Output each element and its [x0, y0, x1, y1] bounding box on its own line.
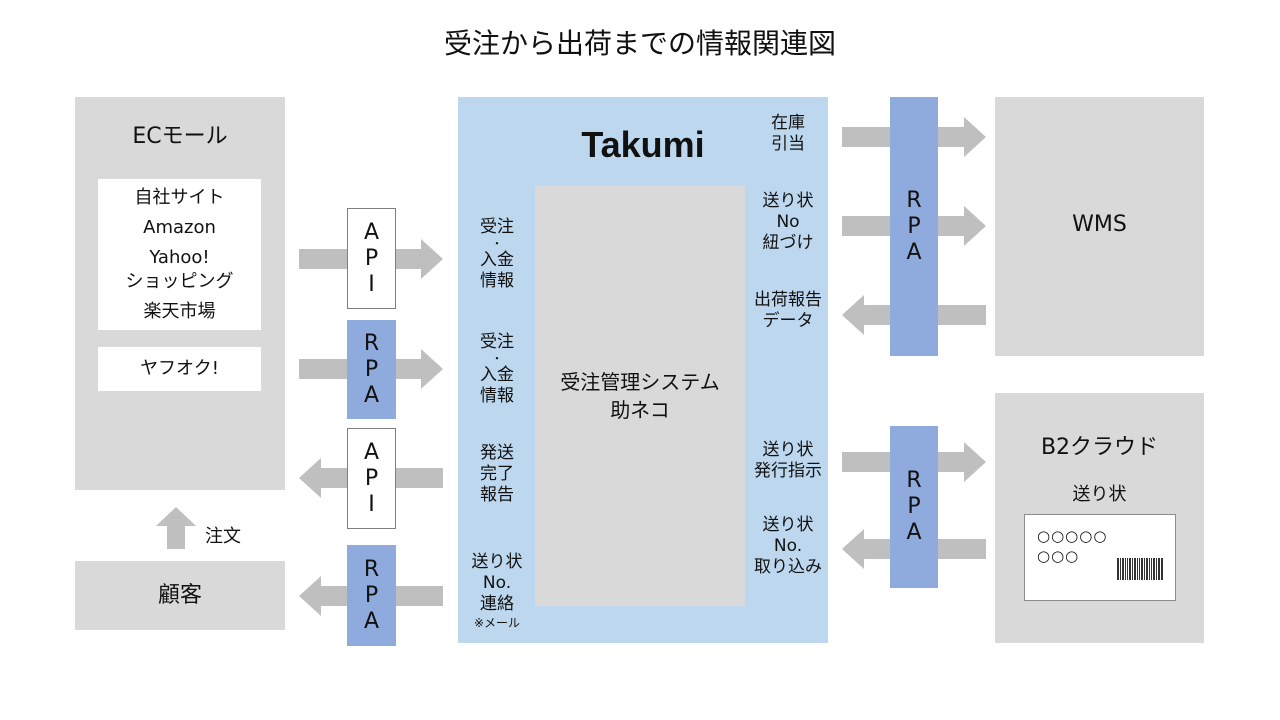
- connector-letter: A: [906, 239, 922, 265]
- order-arrow: [156, 507, 196, 549]
- shop-item: 自社サイト: [134, 186, 225, 208]
- connector-letter: A: [363, 608, 380, 634]
- card-line: ○○○: [1037, 547, 1080, 565]
- flow-label-link: 送り状 No 紐づけ: [762, 191, 814, 253]
- connector-letter: I: [368, 491, 375, 517]
- connector-letter: R: [906, 468, 922, 493]
- yafuoku-box: ヤフオク!: [98, 347, 261, 391]
- connector-letter: P: [907, 213, 921, 239]
- wms-label: WMS: [1072, 212, 1127, 237]
- takumi-system-box: Takumi 受注管理システム 助ネコ 受注 ・ 入金 情報 受注 ・ 入金 情…: [458, 97, 828, 643]
- connector-letter: A: [363, 219, 380, 245]
- ec-mall-box: ECモール 自社サイト Amazon Yahoo! ショッピング 楽天市場 ヤフ…: [75, 97, 285, 490]
- barcode-icon: [1117, 558, 1163, 580]
- connector-letter: P: [364, 582, 379, 608]
- customer-box: 顧客: [75, 561, 285, 630]
- wms-box: WMS: [995, 97, 1204, 356]
- shop-item: Yahoo!: [149, 246, 210, 268]
- shop-item: 楽天市場: [143, 300, 216, 322]
- rpa-connector-wms: R P A: [890, 97, 938, 356]
- ec-mall-label: ECモール: [132, 124, 228, 149]
- b2-cloud-label: B2クラウド: [1040, 435, 1159, 460]
- arrow-right-label-link: [842, 206, 986, 246]
- flow-tracking-notify: 送り状 No. 連絡 ※メール: [471, 552, 523, 630]
- api-connector-1: A P I: [347, 208, 396, 309]
- arrow-right-label-issue: [842, 442, 986, 482]
- flow-label-import: 送り状 No. 取り込み: [754, 515, 822, 577]
- rpa-connector-b2: R P A: [890, 426, 938, 588]
- connector-letter: P: [364, 245, 379, 271]
- connector-letter: R: [363, 330, 380, 356]
- arrow-left-label-import: [842, 529, 986, 569]
- connector-letter: P: [364, 356, 379, 382]
- card-line: ○○○○○: [1037, 527, 1108, 545]
- connector-letter: A: [363, 382, 380, 408]
- flow-stock-allocation: 在庫 引当: [771, 113, 805, 154]
- connector-letter: P: [907, 494, 921, 519]
- flow-order-payment-2: 受注 ・ 入金 情報: [480, 332, 514, 406]
- order-management-product: 助ネコ: [610, 398, 670, 422]
- arrow-left-api-2: [299, 458, 443, 498]
- arrow-right-api-1: [299, 239, 443, 279]
- takumi-label: Takumi: [581, 124, 705, 165]
- shipping-label-card: ○○○○○ ○○○: [1024, 514, 1176, 601]
- connector-letter: P: [364, 465, 379, 491]
- arrow-left-rpa-2: [299, 576, 443, 616]
- rpa-connector-1: R P A: [347, 320, 396, 419]
- shop-item: ショッピング: [125, 270, 234, 292]
- arrow-right-rpa-1: [299, 349, 443, 389]
- order-label: 注文: [205, 526, 241, 547]
- b2-sublabel: 送り状: [1072, 484, 1127, 505]
- arrow-left-shipment-report: [842, 295, 986, 335]
- rpa-connector-2: R P A: [347, 545, 396, 646]
- b2-cloud-box: B2クラウド 送り状 ○○○○○ ○○○: [995, 393, 1204, 643]
- connector-letter: A: [906, 520, 922, 545]
- connector-letter: R: [363, 556, 380, 582]
- flow-label-issue: 送り状 発行指示: [754, 440, 822, 481]
- shop-item: Amazon: [143, 216, 216, 238]
- flow-order-payment-1: 受注 ・ 入金 情報: [480, 217, 514, 291]
- connector-letter: R: [906, 187, 922, 213]
- flow-shipment-report: 出荷報告 データ: [754, 290, 822, 331]
- arrow-right-stock: [842, 117, 986, 157]
- flow-shipping-complete: 発送 完了 報告: [480, 443, 514, 505]
- order-management-box: 受注管理システム 助ネコ: [535, 186, 745, 606]
- api-connector-2: A P I: [347, 428, 396, 529]
- order-management-name: 受注管理システム: [560, 370, 720, 394]
- page-title: 受注から出荷までの情報関連図: [443, 27, 836, 60]
- connector-letter: I: [368, 271, 375, 297]
- tracking-note: ※メール: [473, 616, 521, 630]
- shop-list: 自社サイト Amazon Yahoo! ショッピング 楽天市場: [98, 179, 261, 330]
- connector-letter: A: [363, 439, 380, 465]
